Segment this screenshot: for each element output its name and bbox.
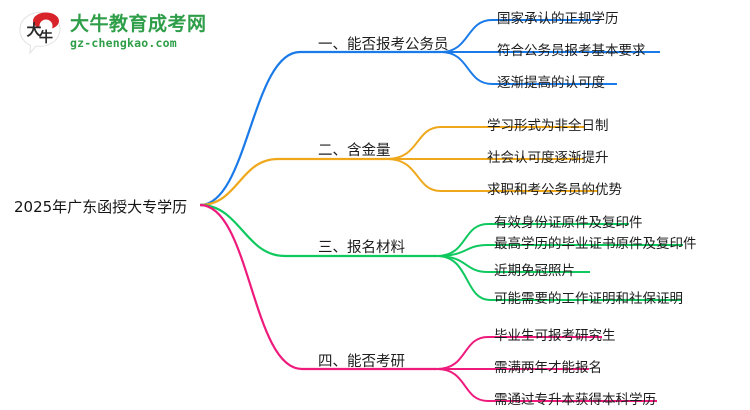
branch-2-spine — [199, 157, 387, 207]
branch-node-3[interactable]: 三、报名材料 — [318, 240, 405, 256]
branch-node-4[interactable]: 四、能否考研 — [318, 354, 405, 370]
leaf-node-4-2[interactable]: 需满两年才能报名 — [494, 360, 602, 376]
svg-text:牛: 牛 — [39, 29, 53, 46]
leaf-node-3-2[interactable]: 最高学历的毕业证书原件及复印件 — [494, 236, 697, 252]
mindmap-root-node[interactable]: 2025年广东函授大专学历 — [14, 198, 188, 216]
leaf-node-3-1[interactable]: 有效身份证原件及复印件 — [494, 215, 643, 231]
logo-subtitle: gz-chengkao.com — [70, 35, 177, 50]
leaf-node-1-3[interactable]: 逐渐提高的认可度 — [497, 75, 605, 91]
branch-1-spine — [199, 50, 441, 207]
branch-node-1[interactable]: 一、能否报考公务员 — [318, 37, 449, 53]
leaf-node-1-2[interactable]: 符合公务员报考基本要求 — [497, 43, 646, 59]
leaf-node-1-1[interactable]: 国家承认的正规学历 — [497, 11, 619, 27]
branch-3-spine — [199, 203, 437, 258]
branch-node-2[interactable]: 二、含金量 — [318, 143, 391, 159]
leaf-node-4-3[interactable]: 需通过专升本获得本科学历 — [494, 392, 656, 408]
branch-1-connectors — [199, 19, 660, 207]
leaf-node-2-3[interactable]: 求职和考公务员的优势 — [487, 182, 622, 198]
branch-3-connectors — [199, 203, 683, 301]
logo-text: 大牛教育成考网 gz-chengkao.com — [70, 12, 207, 50]
leaf-node-4-1[interactable]: 毕业生可报考研究生 — [494, 328, 616, 344]
svg-text:大: 大 — [26, 21, 41, 39]
branch-4-connectors — [199, 203, 657, 402]
leaf-node-3-3[interactable]: 近期免冠照片 — [494, 263, 575, 279]
leaf-node-3-4[interactable]: 可能需要的工作证明和社保证明 — [494, 291, 683, 307]
logo-title: 大牛教育成考网 — [70, 12, 207, 35]
leaf-node-2-2[interactable]: 社会认可度逐渐提升 — [487, 150, 609, 166]
branch-4-spine — [199, 203, 437, 371]
leaf-node-2-1[interactable]: 学习形式为非全日制 — [487, 118, 609, 134]
logo-mark-icon: 大 牛 — [16, 9, 64, 55]
branch-2-connectors — [199, 126, 598, 207]
site-logo[interactable]: 大 牛 大牛教育成考网 gz-chengkao.com — [16, 6, 206, 58]
